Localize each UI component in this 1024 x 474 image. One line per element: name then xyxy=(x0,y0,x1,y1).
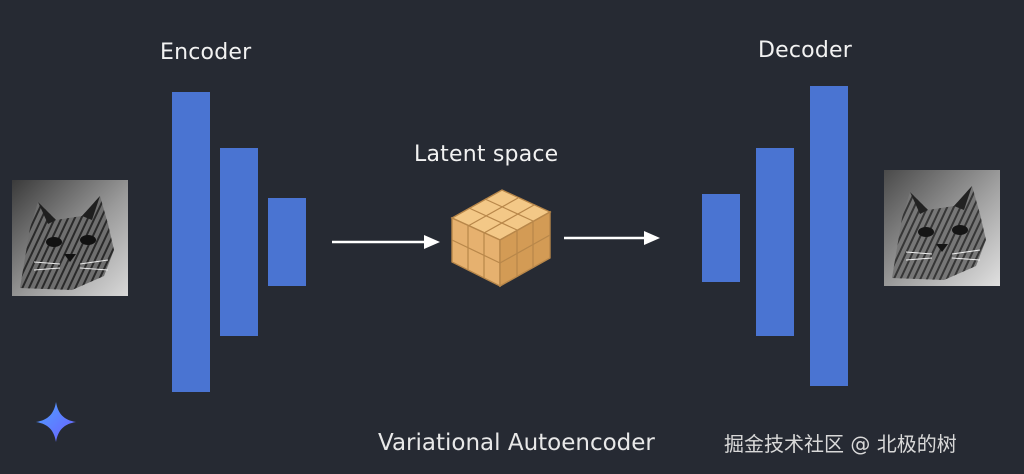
output-cat-image xyxy=(884,170,1000,286)
decoder-layer-3 xyxy=(810,86,848,386)
decoder-layer-1 xyxy=(702,194,740,282)
cat-photo-icon xyxy=(884,170,1000,286)
encoder-layer-1 xyxy=(172,92,210,392)
input-cat-image xyxy=(12,180,128,296)
decoder-layer-2 xyxy=(756,148,794,336)
arrow-right-icon xyxy=(332,235,440,249)
decoder-label: Decoder xyxy=(758,38,852,63)
sparkle-icon xyxy=(36,402,76,442)
diagram-title: Variational Autoencoder xyxy=(378,430,655,456)
arrow-right-icon xyxy=(564,231,660,245)
encoder-label: Encoder xyxy=(160,40,252,65)
encoder-layer-2 xyxy=(220,148,258,336)
cube-icon xyxy=(450,189,552,288)
latent-space-label: Latent space xyxy=(414,142,559,167)
watermark-text: 掘金技术社区 @ 北极的树 xyxy=(724,432,957,456)
cat-photo-icon xyxy=(12,180,128,296)
encoder-layer-3 xyxy=(268,198,306,286)
